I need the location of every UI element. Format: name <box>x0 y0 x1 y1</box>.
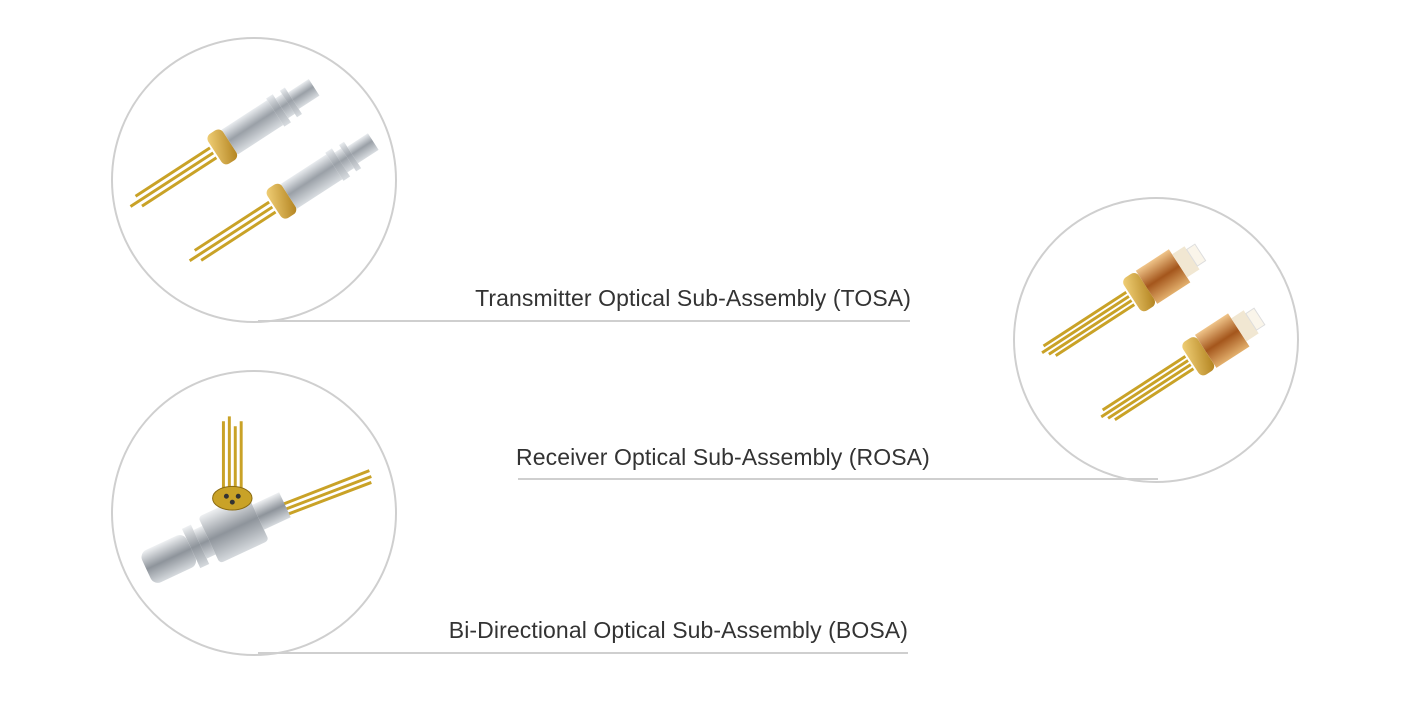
rosa-label: Receiver Optical Sub-Assembly (ROSA) <box>516 444 930 470</box>
tosa-underline <box>258 320 910 322</box>
bosa-label: Bi-Directional Optical Sub-Assembly (BOS… <box>448 617 908 643</box>
bosa-image-circle <box>111 370 397 656</box>
rosa-image-circle <box>1013 197 1299 483</box>
bosa-underline <box>258 652 908 654</box>
rosa-component-image <box>1041 243 1266 422</box>
bosa-component-image <box>141 416 372 583</box>
tosa-image-circle <box>111 37 397 323</box>
tosa-component-image <box>129 79 379 263</box>
rosa-underline <box>518 478 1158 480</box>
tosa-label: Transmitter Optical Sub-Assembly (TOSA) <box>475 285 911 311</box>
